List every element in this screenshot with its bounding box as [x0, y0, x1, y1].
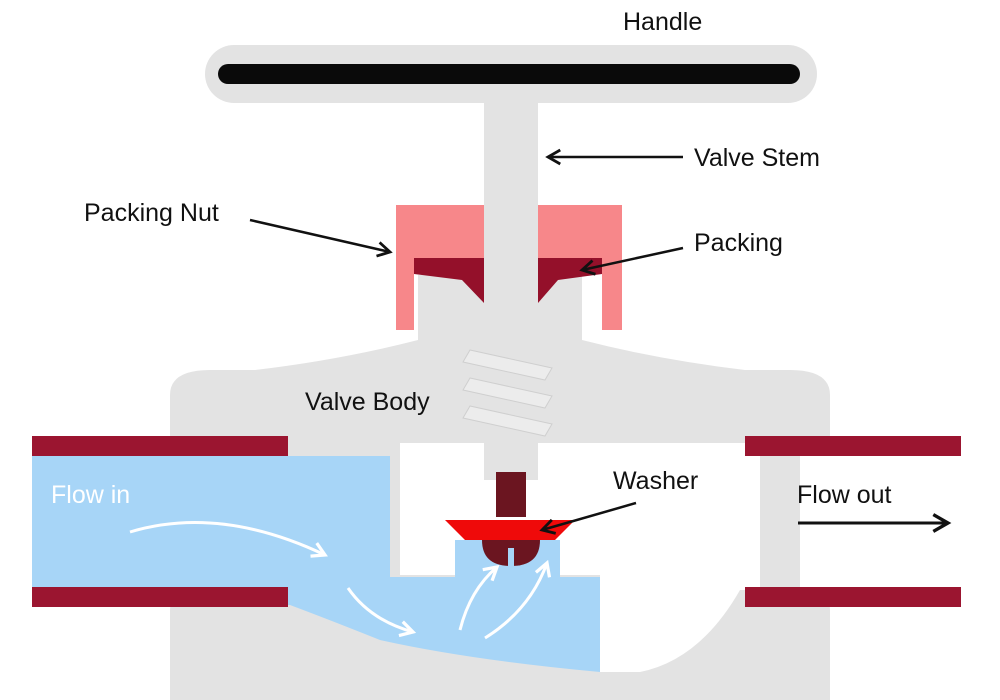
outlet-pipe	[745, 436, 961, 607]
label-packing-nut: Packing Nut	[84, 199, 219, 227]
label-valve-stem: Valve Stem	[694, 144, 820, 172]
packing-pointer	[579, 246, 684, 276]
label-handle: Handle	[623, 8, 702, 36]
handle-grip	[218, 64, 800, 84]
stem-threads	[462, 349, 553, 437]
packing-nut	[396, 205, 622, 330]
label-washer: Washer	[613, 467, 698, 495]
flow-arrows	[129, 521, 552, 640]
pointer-arrows	[249, 148, 952, 535]
washer	[445, 520, 575, 540]
label-flow-out: Flow out	[797, 481, 892, 509]
flow-arrow-4	[484, 559, 552, 640]
label-packing: Packing	[694, 229, 783, 257]
flow-arrow-2	[346, 587, 417, 638]
flow-arrow-1	[129, 521, 328, 558]
label-flow-in: Flow in	[51, 481, 130, 509]
flow-arrow-3	[458, 564, 500, 631]
inlet-pipe	[32, 436, 288, 607]
water-flow-region	[32, 456, 600, 672]
label-valve-body: Valve Body	[305, 388, 430, 416]
washer-pointer	[539, 501, 637, 535]
handle	[205, 45, 817, 103]
outlet-chamber	[560, 443, 760, 672]
packing-nut-pointer	[249, 218, 393, 258]
stem-tip	[496, 472, 526, 517]
